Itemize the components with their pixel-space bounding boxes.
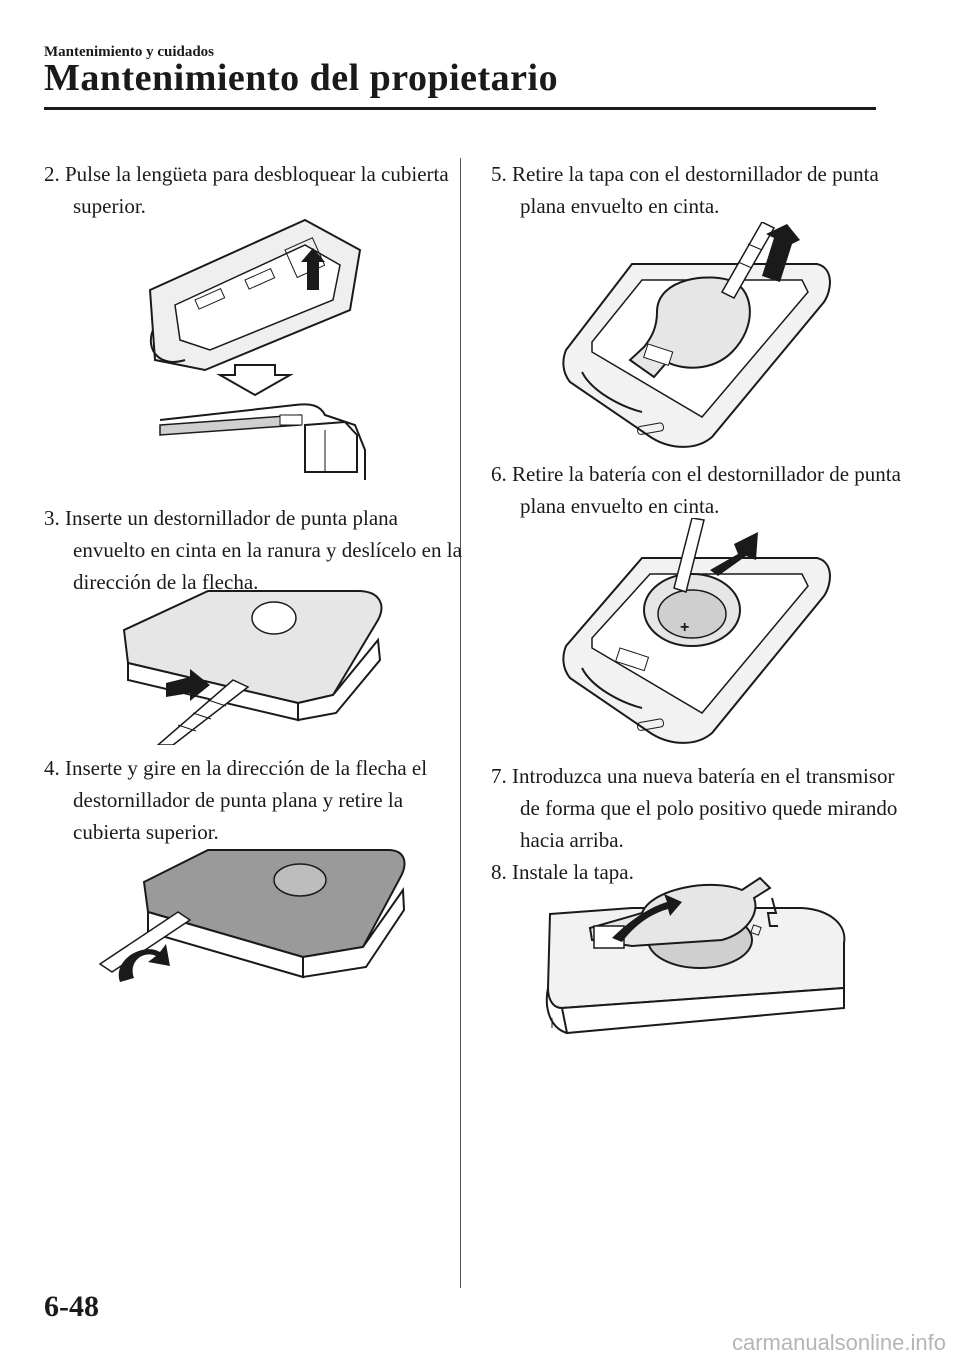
svg-text:+: +: [680, 619, 689, 636]
illustration-remove-top-cover: [98, 842, 410, 1000]
section-label: Mantenimiento y cuidados: [44, 44, 215, 60]
illustration-slide-screwdriver: [118, 585, 388, 745]
step-8-text: 8. Instale la tapa.: [491, 860, 634, 884]
header-rule: [44, 107, 876, 110]
page-title: Mantenimiento del propietario: [44, 57, 559, 99]
illustration-unlock-cover: [135, 210, 375, 490]
page-number: 6-48: [44, 1290, 99, 1323]
step-5-text: 5. Retire la tapa con el destornillador …: [491, 162, 879, 218]
step-3-text: 3. Inserte un destornillador de punta pl…: [44, 506, 462, 594]
illustration-install-lid: [542, 868, 854, 1044]
step-4-text: 4. Inserte y gire en la dirección de la …: [44, 756, 428, 844]
column-divider: [460, 158, 461, 1288]
step-2-text: 2. Pulse la lengüeta para desbloquear la…: [44, 162, 449, 218]
illustration-remove-battery: +: [562, 518, 834, 750]
step-6-text: 6. Retire la batería con el destornillad…: [491, 462, 901, 518]
step-7-text: 7. Introduzca una nueva batería en el tr…: [491, 764, 898, 852]
illustration-remove-lid: [562, 222, 834, 452]
watermark: carmanualsonline.info: [731, 1330, 946, 1355]
